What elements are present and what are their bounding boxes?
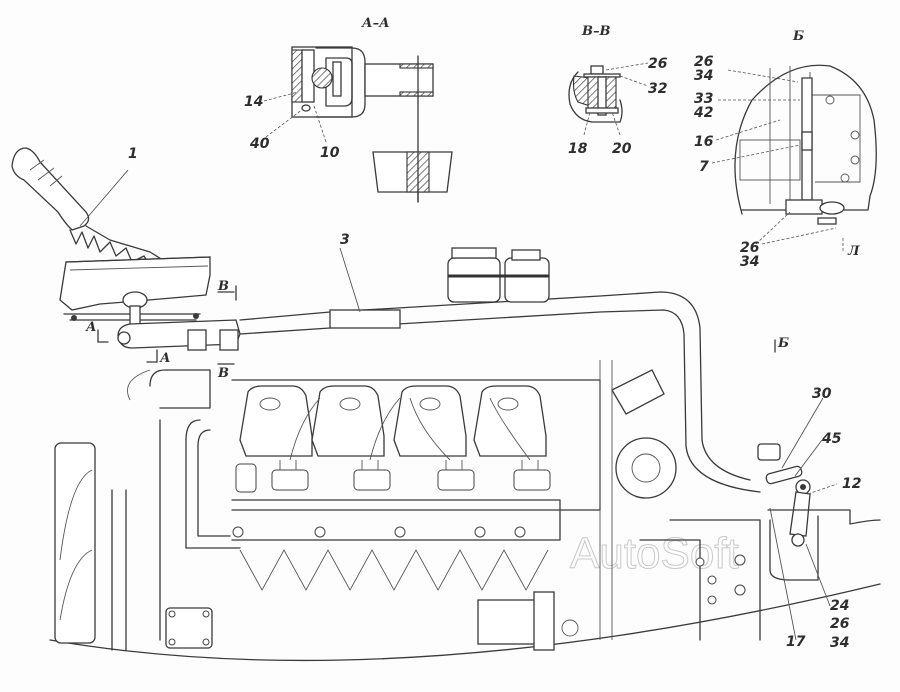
callout-40: 40: [249, 136, 270, 152]
callout-b16: 16: [694, 134, 714, 150]
cylinder-head-4: [473, 385, 547, 457]
watermark: AutoSoft: [570, 529, 739, 578]
marker-b-main: Б: [777, 336, 789, 351]
callout-10: 10: [320, 145, 340, 161]
marker-v-bottom: В: [217, 366, 229, 381]
callout-30: 30: [812, 386, 832, 402]
marker-a-left: А: [85, 320, 97, 335]
callout-b42: 42: [693, 105, 713, 121]
callout-v18: 18: [568, 141, 588, 157]
marker-v-top: В: [217, 279, 229, 294]
engine-block: [49, 360, 881, 662]
coolant-reservoirs: [447, 247, 550, 303]
section-a-a-view: А–А 14 40 10: [244, 16, 453, 203]
gear-lever-assembly: 1 А А В В: [11, 146, 241, 381]
callout-45: 45: [821, 431, 842, 447]
cylinder-head-3: [393, 385, 467, 457]
callout-b34a: 34: [694, 68, 713, 84]
section-a-a-title: А–А: [361, 16, 390, 31]
shift-rod: 3: [239, 232, 761, 493]
callout-v32: 32: [648, 81, 667, 97]
right-linkage: Б 30 45 12 24 26 34 17: [757, 336, 881, 651]
cylinder-head-1: [239, 385, 313, 457]
section-v-v-title: В–В: [581, 24, 610, 39]
callout-12: 12: [842, 476, 861, 492]
callout-3: 3: [340, 232, 350, 248]
callout-b33: 33: [694, 91, 713, 107]
callout-1: 1: [128, 146, 138, 162]
marker-a-right: А: [159, 351, 171, 366]
callout-17: 17: [786, 634, 806, 650]
section-v-v-view: В–В 26 32 18 20: [568, 24, 668, 157]
callout-26: 26: [830, 616, 850, 632]
callout-14: 14: [244, 94, 263, 110]
marker-l: Л: [847, 244, 860, 259]
callout-b26b: 26: [740, 240, 760, 256]
view-b-detail: Б 26 34 33 42 16 7 26 34 Л: [693, 29, 877, 270]
callout-24: 24: [830, 598, 849, 614]
cylinder-head-2: [311, 385, 385, 457]
callout-b7: 7: [699, 159, 709, 175]
view-b-title: Б: [792, 29, 804, 44]
callout-b34b: 34: [740, 254, 759, 270]
callout-b26a: 26: [694, 54, 714, 70]
callout-34: 34: [830, 635, 849, 651]
callout-v26: 26: [648, 56, 668, 72]
callout-v20: 20: [612, 141, 632, 157]
